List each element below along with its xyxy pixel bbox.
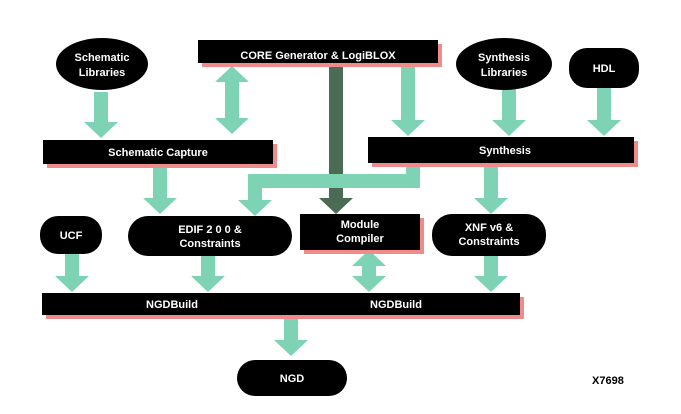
figure-id: X7698 bbox=[592, 375, 624, 387]
synthesis-libraries-line2: Libraries bbox=[481, 67, 527, 79]
arrow-capture-to-edif bbox=[143, 168, 177, 214]
module-compiler-line2: Compiler bbox=[336, 233, 384, 245]
ngdbuild-right-label: NGDBuild bbox=[370, 299, 422, 311]
xnf-line1: XNF v6 & bbox=[465, 222, 513, 234]
ucf-node: UCF bbox=[40, 216, 102, 254]
ngd-node: NGD bbox=[237, 360, 347, 396]
arrow-xnf-to-ngdbuild bbox=[474, 254, 508, 292]
arrow-core-capture-bidir bbox=[215, 66, 249, 134]
module-compiler-box: Module Compiler bbox=[300, 214, 424, 254]
xnf-line2: Constraints bbox=[458, 236, 519, 248]
schematic-libraries-line1: Schematic bbox=[74, 52, 129, 64]
synthesis-label: Synthesis bbox=[479, 145, 531, 157]
ngd-label: NGD bbox=[280, 373, 305, 385]
schematic-capture-label: Schematic Capture bbox=[108, 147, 208, 159]
synthesis-box: Synthesis bbox=[368, 137, 638, 167]
arrow-hdl-to-synthesis bbox=[587, 88, 621, 136]
ngdbuild-box: NGDBuild NGDBuild bbox=[42, 293, 524, 319]
arrow-ucf-to-ngdbuild bbox=[55, 254, 89, 292]
arrow-ngdbuild-to-ngd bbox=[274, 314, 308, 356]
schematic-libraries-line2: Libraries bbox=[79, 67, 125, 79]
module-compiler-line1: Module bbox=[341, 219, 380, 231]
core-generator-label: CORE Generator & LogiBLOX bbox=[240, 50, 396, 62]
synthesis-libraries-line1: Synthesis bbox=[478, 52, 530, 64]
arrow-schlib-to-capture bbox=[84, 92, 118, 138]
synthesis-libraries-node: Synthesis Libraries bbox=[456, 38, 552, 90]
core-generator-box: CORE Generator & LogiBLOX bbox=[198, 40, 442, 67]
arrow-edif-to-ngdbuild bbox=[191, 254, 225, 292]
hdl-node: HDL bbox=[569, 48, 639, 88]
schematic-capture-box: Schematic Capture bbox=[43, 140, 277, 168]
arrow-module-ngdbuild-bidir bbox=[352, 250, 386, 292]
arrow-synthesis-to-xnf bbox=[474, 166, 508, 214]
arrow-core-to-synthesis bbox=[391, 62, 425, 136]
ngdbuild-left-label: NGDBuild bbox=[146, 299, 198, 311]
arrows bbox=[55, 62, 621, 356]
edif-constraints-node: EDIF 2 0 0 & Constraints bbox=[128, 216, 292, 256]
arrow-core-to-module bbox=[319, 62, 353, 214]
xnf-constraints-node: XNF v6 & Constraints bbox=[432, 214, 546, 256]
arrow-synthesis-to-edif bbox=[238, 166, 420, 216]
ucf-label: UCF bbox=[60, 230, 83, 242]
schematic-libraries-node: Schematic Libraries bbox=[56, 38, 148, 90]
arrow-synlib-to-synthesis bbox=[492, 88, 526, 136]
hdl-label: HDL bbox=[593, 63, 616, 75]
edif-line2: Constraints bbox=[179, 238, 240, 250]
edif-line1: EDIF 2 0 0 & bbox=[178, 224, 242, 236]
